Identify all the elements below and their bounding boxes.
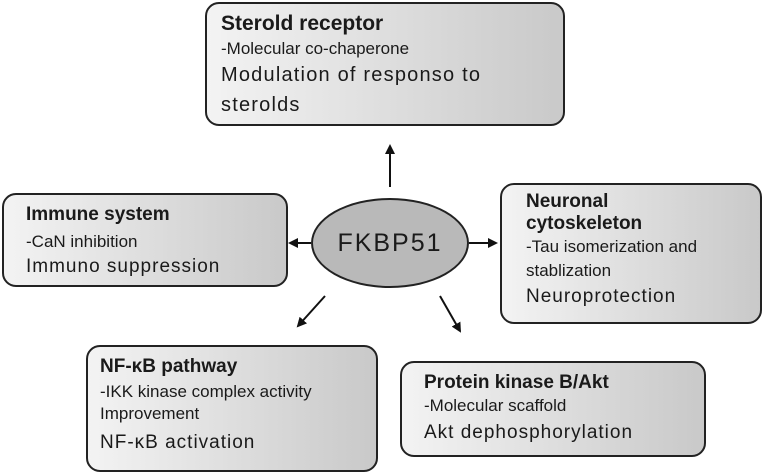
protein-kinase-akt-box: Protein kinase B/Akt -Molecular scaffold… [400,361,706,457]
nfkb-title: NF-κB pathway [100,356,238,377]
steroid-receptor-box: Sterold receptor -Molecular co-chaperone… [205,2,565,126]
fkbp51-node: FKBP51 [311,198,469,288]
akt-line-2: Akt dephosphorylation [424,422,634,443]
akt-line-1: -Molecular scaffold [424,396,567,415]
neuronal-title-line-2: cytoskeleton [526,213,643,234]
nfkb-line-2: Improvement [100,404,200,423]
nfkb-pathway-box: NF-κB pathway -IKK kinase complex activi… [86,345,378,472]
neuronal-line-1: -Tau isomerization and [526,237,698,256]
arrow-to-nfkb [296,295,326,328]
neuronal-cytoskeleton-box: Neuronal cytoskeleton -Tau isomerization… [500,183,762,324]
arrow-to-akt [439,295,461,333]
neuronal-line-3: Neuroprotection [526,286,677,307]
akt-title: Protein kinase B/Akt [424,372,609,393]
steroid-line-1: -Molecular co-chaperone [221,39,410,58]
steroid-receptor-title: Sterold receptor [221,12,384,35]
immune-line-1: -CaN inhibition [26,232,138,251]
steroid-line-3: sterolds [221,94,301,116]
neuronal-title-line-1: Neuronal [526,191,609,212]
nfkb-line-3: NF-κB activation [100,432,256,453]
immune-system-box: Immune system -CaN inhibition Immuno sup… [2,193,288,287]
neuronal-line-2: stablization [526,261,612,280]
immune-system-title: Immune system [26,204,170,225]
immune-line-2: Immuno suppression [26,256,221,277]
steroid-line-2: Modulation of responso to [221,64,482,86]
nfkb-line-1: -IKK kinase complex activity [100,382,312,401]
